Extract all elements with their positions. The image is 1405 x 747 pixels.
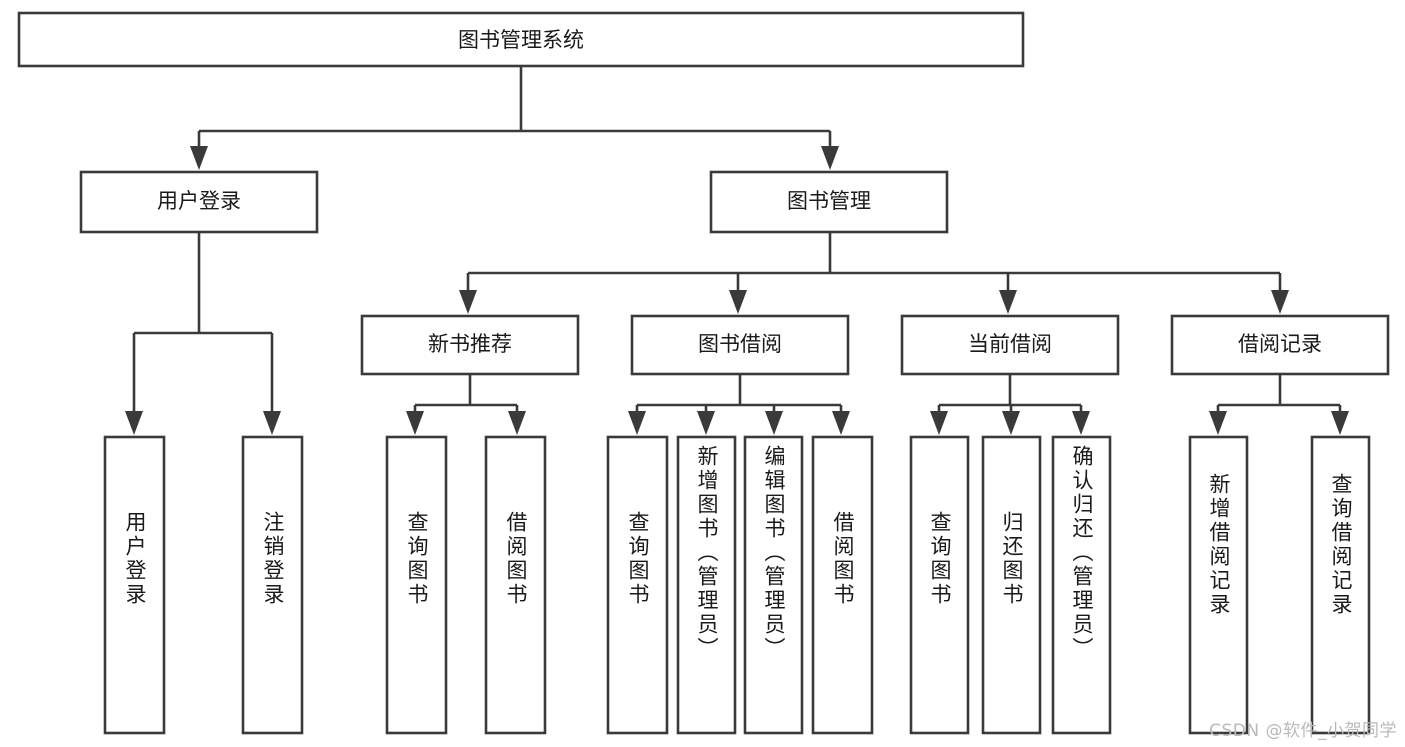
node-user-login[interactable] xyxy=(79,170,319,234)
arrow-to-user-login xyxy=(190,146,208,170)
arrow-to-leaf-3 xyxy=(628,411,646,435)
connector-user-login-bus xyxy=(132,232,274,423)
arrow-to-leaf-7 xyxy=(930,411,948,435)
connector-new-book-bus xyxy=(413,374,519,423)
node-leaf-user-login[interactable] xyxy=(103,435,166,735)
arrow-to-new-book-rec xyxy=(459,290,477,314)
arrow-to-leaf-9 xyxy=(1072,411,1090,435)
arrow-to-book-mgmt xyxy=(821,146,839,170)
node-leaf-query-book-new[interactable] xyxy=(385,435,448,735)
node-leaf-edit-book-admin[interactable] xyxy=(743,435,804,735)
arrow-to-leaf-6 xyxy=(832,411,850,435)
arrow-to-leaf-logout xyxy=(263,411,281,435)
node-new-book-recommendation-label: 新书推荐 xyxy=(428,332,512,356)
node-borrowing-record-label: 借阅记录 xyxy=(1238,332,1322,356)
connector-book-mgmt-bus xyxy=(466,232,1282,302)
node-leaf-borrow-book-new[interactable] xyxy=(484,435,547,735)
node-root-book-management-system[interactable] xyxy=(17,11,1025,68)
node-current-borrowing[interactable] xyxy=(900,314,1120,376)
node-leaf-borrow-book[interactable] xyxy=(811,435,874,735)
arrow-to-book-borrow xyxy=(729,290,747,314)
arrow-to-borrow-record xyxy=(1271,290,1289,314)
node-new-book-recommendation[interactable] xyxy=(360,314,580,376)
arrow-to-leaf-1 xyxy=(406,411,424,435)
connector-root-bus xyxy=(197,66,830,158)
arrow-to-leaf-8 xyxy=(1002,411,1020,435)
arrow-to-leaf-2 xyxy=(508,411,526,435)
node-box-group: 图书管理系统 用户登录 图书管理 新书推荐 图书借阅 当前借阅 借阅记录 xyxy=(17,11,1390,735)
node-user-login-label: 用户登录 xyxy=(157,189,241,213)
node-leaf-query-book-borrow[interactable] xyxy=(606,435,669,735)
node-book-management[interactable] xyxy=(709,170,949,234)
arrow-to-leaf-4 xyxy=(697,411,715,435)
node-leaf-query-book-current[interactable] xyxy=(909,435,970,735)
node-leaf-logout[interactable] xyxy=(241,435,304,735)
node-book-borrowing-label: 图书借阅 xyxy=(698,332,782,356)
arrowhead-group xyxy=(125,146,1349,435)
connector-borrow-bus xyxy=(635,374,843,423)
node-leaf-add-borrow-record[interactable] xyxy=(1188,435,1249,735)
arrow-to-current-borrow xyxy=(999,290,1017,314)
arrow-to-leaf-10 xyxy=(1209,411,1227,435)
node-leaf-confirm-return-admin[interactable] xyxy=(1051,435,1112,735)
connector-borrow-record-bus xyxy=(1216,374,1342,423)
node-book-management-label: 图书管理 xyxy=(787,189,871,213)
node-borrowing-record[interactable] xyxy=(1170,314,1390,376)
node-root-label: 图书管理系统 xyxy=(458,28,584,52)
node-leaf-return-book[interactable] xyxy=(981,435,1042,735)
arrow-to-leaf-5 xyxy=(765,411,783,435)
arrow-to-leaf-user-login xyxy=(125,411,143,435)
csdn-watermark: CSDN @软件_小贺同学 xyxy=(1209,721,1397,741)
node-leaf-query-borrow-record[interactable] xyxy=(1310,435,1371,735)
node-leaf-add-book-admin[interactable] xyxy=(676,435,737,735)
arrow-to-leaf-11 xyxy=(1331,411,1349,435)
node-book-borrowing[interactable] xyxy=(630,314,850,376)
node-current-borrowing-label: 当前借阅 xyxy=(968,332,1052,356)
